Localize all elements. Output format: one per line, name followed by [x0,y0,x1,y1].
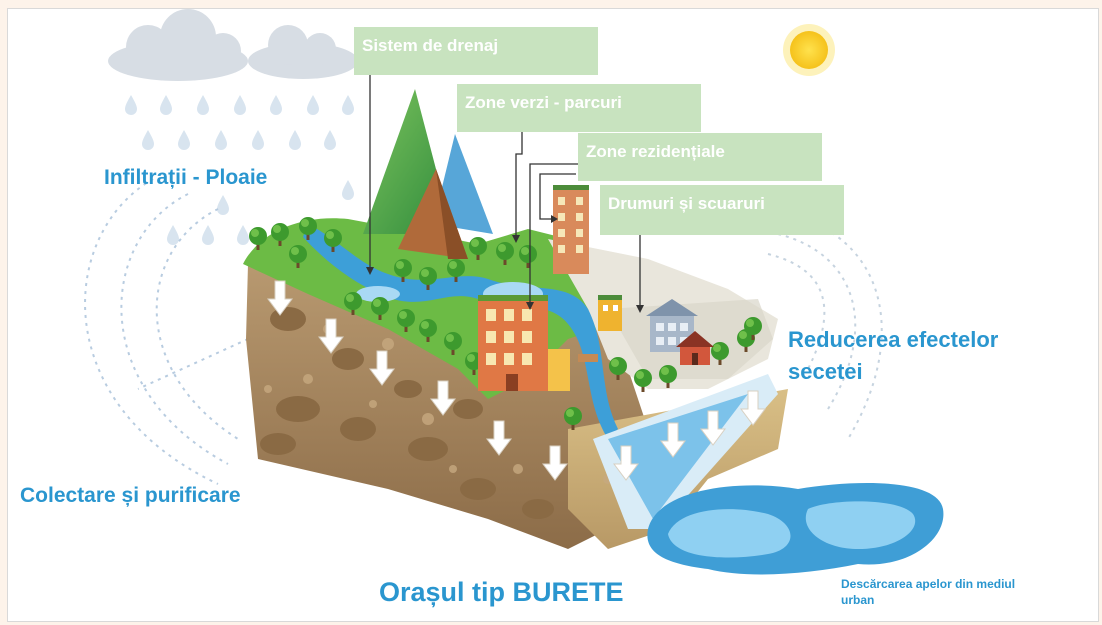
callout-green-zones-label: Zone verzi - parcuri [465,93,622,112]
house-icon [578,331,714,365]
infiltration-arcs [84,178,249,485]
callout-green-zones: Zone verzi - parcuri [457,84,701,132]
page-title: Orașul tip BURETE [379,577,624,607]
label-discharge-line2: urban [841,593,875,607]
callout-arrowheads [366,215,644,313]
callout-residential-label: Zone rezidențiale [586,142,725,161]
cloud-icon [108,9,358,81]
drought-arcs [767,213,883,440]
label-urban-water-discharge: Descărcarea apelor din mediul urban [841,576,1015,608]
label-collection-purification: Colectare și purificare [20,484,241,507]
label-infiltration-rain: Infiltrații - Ploaie [104,166,268,189]
label-drought-line2: secetei [788,359,863,384]
callout-roads-squares: Drumuri și scuaruri [600,185,844,235]
label-discharge-line1: Descărcarea apelor din mediul [841,577,1016,591]
sponge-city-illustration [84,9,944,575]
diagram-frame: Sistem de drenaj Zone verzi - parcuri Zo… [7,8,1099,622]
mountain-group [363,89,493,259]
callout-drainage-label: Sistem de drenaj [362,36,499,55]
callout-residential-zones: Zone rezidențiale [578,133,822,181]
callout-roads-label: Drumuri și scuaruri [608,194,765,213]
label-drought-line1: Reducerea efectelor [788,327,999,352]
building-icon [478,185,698,391]
label-drought-reduction: Reducerea efectelor secetei [788,324,998,388]
sun-icon [783,24,835,76]
callout-leader-lines [369,54,641,307]
callout-drainage-system: Sistem de drenaj [354,27,598,75]
